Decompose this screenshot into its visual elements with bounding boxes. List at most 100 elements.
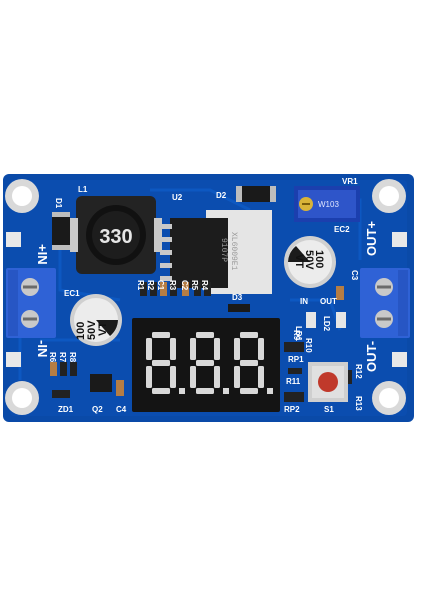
display-segment [240,332,258,338]
seven-segment-display [132,318,280,412]
capacitor-c3 [336,286,344,300]
trimmer-code: W103 [318,200,339,209]
display-digits [146,332,273,394]
diode-d3 [228,304,250,312]
ec1-value: 100 [75,322,87,340]
display-segment [196,360,214,366]
display-segment [214,366,220,388]
label-r6: R6 [48,352,57,363]
capacitor-ec2: 100 50V VT [284,236,336,288]
capacitor-ec1: 100 50V VT [70,294,122,346]
ec2-value: 100 [313,250,325,268]
display-segment [196,388,214,394]
ec2-voltage: 50V [303,250,315,270]
label-d1: D1 [54,198,63,209]
display-segment [234,366,240,388]
label-out-minus: OUT- [364,341,379,372]
display-segment [146,366,152,388]
diode-d2 [236,186,276,202]
label-r4: R4 [200,280,209,291]
smd-row-bottom-left [50,362,124,398]
diode-d1 [52,212,70,250]
display-segment [190,366,196,388]
label-in: IN [300,297,308,306]
label-ld1: LD1 [294,326,303,342]
label-ec2: EC2 [334,225,350,234]
ec1-series: VT [97,322,109,336]
display-decimal-point [267,388,273,394]
resistor-r12 [346,370,352,384]
label-d3: D3 [232,293,243,302]
display-segment [170,338,176,360]
label-r5: R5 [190,280,199,291]
mounting-hole-top-left [5,179,39,213]
label-r3: R3 [168,280,177,291]
input-screw-bottom [21,310,39,328]
inductor-code: 330 [99,226,132,248]
inductor-l1: 330 [70,196,162,274]
pad-out-plus [392,232,407,247]
input-terminal-block [6,268,56,338]
ec1-voltage: 50V [86,320,98,340]
label-r12: R12 [354,364,363,379]
pad-in-plus [6,232,21,247]
label-in-minus: -IN [35,340,50,357]
display-segment [196,332,214,338]
label-q2: Q2 [92,405,103,414]
output-terminal-block [360,268,410,338]
label-r8: R8 [68,352,77,363]
input-screw-top [21,278,39,296]
label-ec1: EC1 [64,289,80,298]
display-segment [152,360,170,366]
label-l1: L1 [78,185,88,194]
label-r11: R11 [286,377,301,386]
label-s1: S1 [324,405,334,414]
mounting-hole-top-right [372,179,406,213]
push-button-s1[interactable] [308,362,348,402]
resistor-array-rp1 [284,342,304,352]
smd-row-top [140,282,211,296]
ic-marking-1: XL6009E1 [229,232,238,271]
resistor-r11 [288,368,302,374]
label-out: OUT [320,297,337,306]
label-zd1: ZD1 [58,405,74,414]
label-d2: D2 [216,191,227,200]
label-c1: C1 [156,280,165,291]
display-digit [234,332,273,394]
ic-u2: XL6009E1 9107P [160,210,272,294]
label-r9: R9 [292,330,301,341]
mounting-hole-bottom-left [5,381,39,415]
label-r1: R1 [136,280,145,291]
label-r10: R10 [304,338,313,353]
label-u2: U2 [172,193,183,202]
output-screw-bottom [375,310,393,328]
label-r2: R2 [146,280,155,291]
display-segment [240,360,258,366]
label-c4: C4 [116,405,127,414]
label-vr1: VR1 [342,177,358,186]
display-segment [214,338,220,360]
display-segment [258,338,264,360]
display-segment [146,338,152,360]
display-segment [152,332,170,338]
push-button-cap[interactable] [318,372,338,392]
display-decimal-point [179,388,185,394]
label-rp1: RP1 [288,355,304,364]
label-c3: C3 [350,270,359,281]
display-segment [258,366,264,388]
label-in-plus: +IN [35,244,50,265]
output-screw-top [375,278,393,296]
trimmer-vr1[interactable]: W103 [294,186,360,222]
mounting-hole-bottom-right [372,381,406,415]
pad-out-minus [392,352,407,367]
ec2-series: VT [293,254,305,268]
led-out [336,312,346,328]
display-decimal-point [223,388,229,394]
ic-marking-2: 9107P [219,238,228,262]
display-segment [152,388,170,394]
display-segment [234,338,240,360]
label-r7: R7 [58,352,67,363]
pad-in-minus [6,352,21,367]
display-digit [190,332,229,394]
